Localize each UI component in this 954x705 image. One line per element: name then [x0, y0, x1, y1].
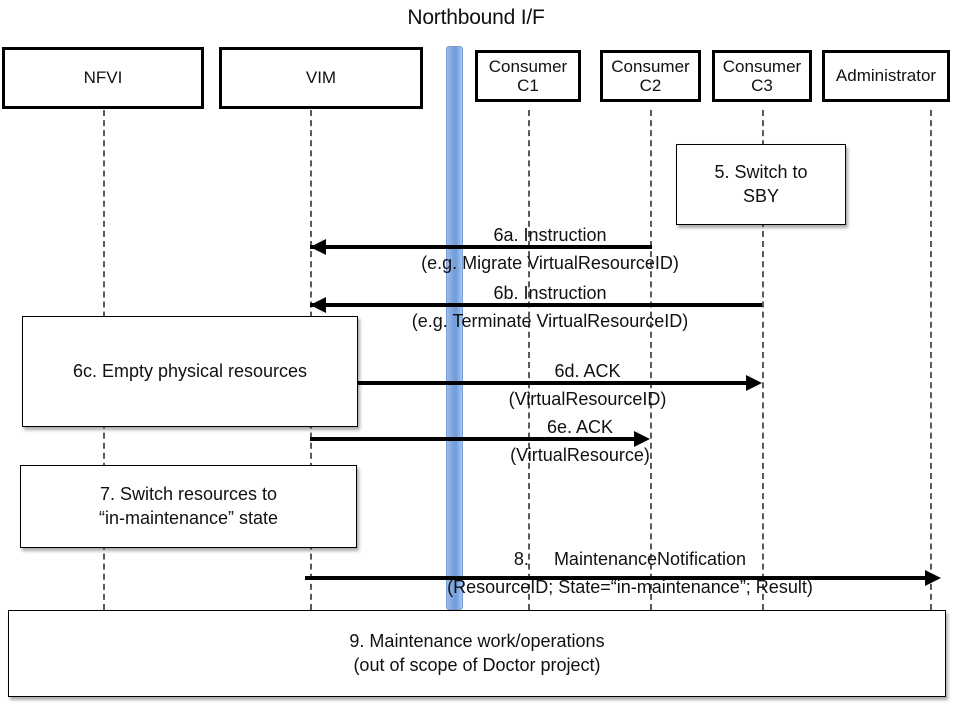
- message-line-6d: [358, 381, 748, 385]
- note-empty-physical-resources-text: 6c. Empty physical resources: [72, 360, 308, 381]
- message-label-8-line1: 8. MaintenanceNotification: [513, 549, 747, 569]
- actor-label-consumer-c2: Consumer C2: [611, 56, 690, 95]
- message-line-6b: [310, 303, 762, 307]
- lifeline-consumer-c3: [762, 110, 764, 610]
- page-title: Northbound I/F: [0, 6, 954, 30]
- actor-label-consumer-c1: Consumer C1: [488, 56, 568, 95]
- message-label-6e-line1: 6e. ACK: [546, 417, 614, 437]
- lifeline-consumer-c2: [650, 110, 652, 610]
- message-label-8-line2: (ResourceID; State=“in-maintenance”; Res…: [447, 577, 813, 597]
- actor-label-consumer-c3: Consumer C3: [722, 56, 802, 95]
- arrow-head-6a: [310, 239, 326, 255]
- actor-label-vim: VIM: [305, 68, 337, 88]
- arrow-head-6e: [634, 431, 650, 447]
- note-switch-to-sby-text: 5. Switch to SBY: [714, 162, 808, 206]
- note-maintenance-work-text: 9. Maintenance work/operations (out of s…: [349, 631, 605, 675]
- actor-box-consumer-c3[interactable]: Consumer C3: [712, 50, 812, 102]
- lifeline-consumer-c1: [528, 110, 530, 610]
- arrow-head-8: [925, 570, 941, 586]
- arrow-head-6d: [746, 375, 762, 391]
- message-label-6d-line1: 6d. ACK: [554, 361, 621, 381]
- note-empty-physical-resources[interactable]: 6c. Empty physical resources: [22, 316, 358, 427]
- message-label-6a-line2: (e.g. Migrate VirtualResourceID): [421, 253, 679, 273]
- actor-label-nfvi: NFVI: [83, 68, 123, 88]
- actor-label-administrator: Administrator: [835, 66, 937, 86]
- actor-box-consumer-c2[interactable]: Consumer C2: [600, 50, 701, 102]
- note-switch-resources-in-maintenance-text: 7. Switch resources to “in-maintenance” …: [98, 484, 279, 528]
- message-line-8: [305, 576, 930, 580]
- message-label-6d-line2: (VirtualResourceID): [508, 389, 667, 409]
- actor-box-vim[interactable]: VIM: [219, 47, 423, 109]
- note-switch-resources-in-maintenance[interactable]: 7. Switch resources to “in-maintenance” …: [20, 465, 357, 548]
- lifeline-administrator: [930, 110, 932, 610]
- actor-box-administrator[interactable]: Administrator: [822, 50, 950, 102]
- note-maintenance-work[interactable]: 9. Maintenance work/operations (out of s…: [8, 610, 946, 697]
- page-title-text: Northbound I/F: [407, 6, 545, 29]
- message-label-6a-line1: 6a. Instruction: [493, 225, 607, 245]
- message-label-6b-line1: 6b. Instruction: [493, 283, 607, 303]
- message-line-6a: [310, 245, 652, 249]
- note-switch-to-sby[interactable]: 5. Switch to SBY: [676, 144, 846, 225]
- northbound-interface-bar: [446, 46, 463, 610]
- actor-box-nfvi[interactable]: NFVI: [2, 47, 204, 109]
- actor-box-consumer-c1[interactable]: Consumer C1: [475, 50, 581, 102]
- arrow-head-6b: [310, 297, 326, 313]
- message-label-6b-line2: (e.g. Terminate VirtualResourceID): [411, 311, 689, 331]
- message-line-6e: [310, 437, 636, 441]
- message-label-6e-line2: (VirtualResource): [510, 445, 650, 465]
